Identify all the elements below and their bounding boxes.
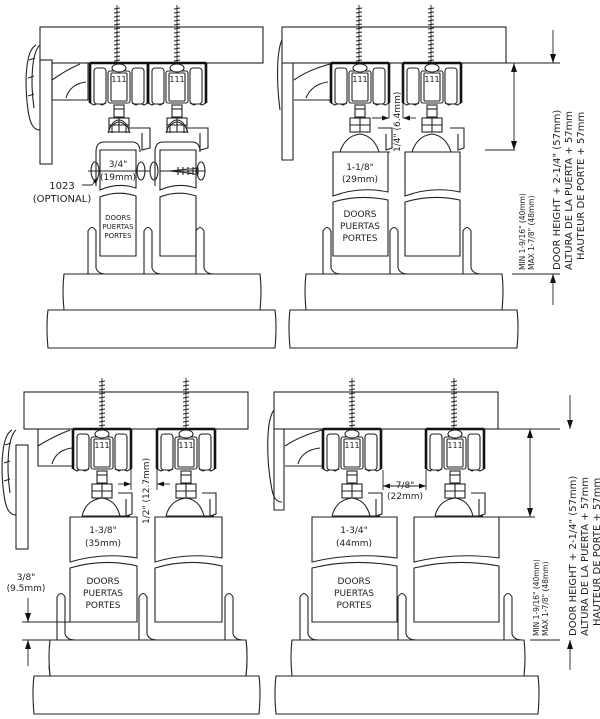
door-label-puertas: PUERTAS xyxy=(334,589,374,599)
door-label-doors: DOORS xyxy=(343,210,376,220)
min-height-label: MIN 1-9/16" (40mm) xyxy=(532,559,541,636)
panel-top-right: 1/4" (6.4mm) 1-1/8" (29mm) DOORS PUERTAS… xyxy=(276,4,587,349)
door-label-puertas: PUERTAS xyxy=(340,222,380,232)
height-formula-es: ALTURA DE LA PUERTA + 57mm xyxy=(564,111,575,270)
door-label-portes: PORTES xyxy=(104,232,132,240)
height-formula-en: DOOR HEIGHT + 2-1/4" (57mm) xyxy=(568,476,579,636)
floor-clearance-mm-label: (9.5mm) xyxy=(7,584,46,594)
max-height-label: MAX 1-7/8" (48mm) xyxy=(527,195,536,270)
door-label-puertas: PUERTAS xyxy=(102,223,134,231)
thickness-mm-label: (44mm) xyxy=(336,539,372,549)
part-number-callout: 1023 xyxy=(49,181,74,192)
gap-mm-label: (22mm) xyxy=(387,492,423,502)
panel-top-left: 3/4" (19mm) 1023 (OPTIONAL) DOORS PUERTA… xyxy=(25,4,277,349)
door-label-puertas: PUERTAS xyxy=(83,589,123,599)
door-label-portes: PORTES xyxy=(85,601,120,611)
gap-label: 1/4" (6.4mm) xyxy=(393,92,403,152)
height-formula-en: DOOR HEIGHT + 2-1/4" (57mm) xyxy=(552,110,563,270)
door-label-doors: DOORS xyxy=(337,577,370,587)
max-height-label: MAX 1-7/8" (48mm) xyxy=(541,561,550,636)
optional-callout: (OPTIONAL) xyxy=(33,194,92,205)
height-formula-fr: HAUTEUR DE PORTE + 57mm xyxy=(592,478,600,626)
door-label-doors: DOORS xyxy=(105,214,131,222)
panel-bottom-left: 1/2" (12.7mm) 1-3/8" (35mm) DOORS PUERTA… xyxy=(1,377,261,715)
thickness-label: 3/4" xyxy=(109,160,128,170)
thickness-mm-label: (19mm) xyxy=(100,173,136,183)
thickness-label: 1-1/8" xyxy=(346,163,374,173)
height-formula-fr: HAUTEUR DE PORTE + 57mm xyxy=(576,112,587,260)
height-formula-es: ALTURA DE LA PUERTA + 57mm xyxy=(580,477,591,636)
thickness-label: 1-3/4" xyxy=(340,526,368,536)
door-label-doors: DOORS xyxy=(86,577,119,587)
min-height-label: MIN 1-9/16" (40mm) xyxy=(518,193,527,270)
thickness-mm-label: (35mm) xyxy=(85,539,121,549)
door-label-portes: PORTES xyxy=(342,234,377,244)
thickness-mm-label: (29mm) xyxy=(342,175,378,185)
panel-bottom-right: 7/8" (22mm) 1-3/4" (44mm) DOORS PUERTAS … xyxy=(267,377,600,715)
gap-label: 1/2" (12.7mm) xyxy=(142,458,152,524)
floor-clearance-label: 3/8" xyxy=(17,573,36,583)
gap-label: 7/8" xyxy=(396,481,415,491)
thickness-label: 1-3/8" xyxy=(89,526,117,536)
door-label-portes: PORTES xyxy=(336,601,371,611)
